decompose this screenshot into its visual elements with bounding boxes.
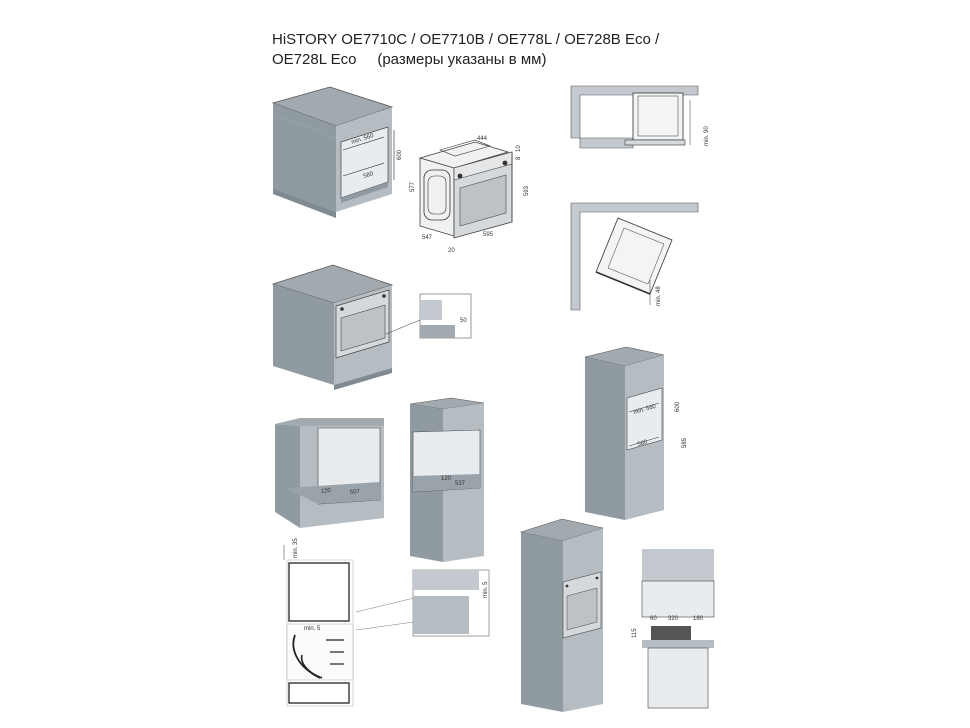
dim-vent-width-2: 537 xyxy=(455,481,466,487)
dim-tall-niche-depth: 560 xyxy=(637,439,649,448)
dim-vent-height: 115 xyxy=(632,628,638,638)
dim-corner-gap-top: min. 90 xyxy=(704,126,710,146)
dim-niche-depth: 580 xyxy=(363,171,375,180)
dim-detail-gap: 50 xyxy=(460,318,467,324)
dim-section-top-gap: min. 35 xyxy=(293,538,299,558)
title-line-2: OE728L Eco (размеры указаны в мм) xyxy=(272,51,547,68)
diagram-title: HiSTORY OE7710C / OE7710B / OE778L / OE7… xyxy=(272,30,659,70)
dim-oven-top-width: 444 xyxy=(477,136,488,142)
base-cabinet-niche: min. 560 600 580 xyxy=(271,86,403,218)
dim-vent-depth-2: 120 xyxy=(441,476,452,482)
dim-niche-height: 600 xyxy=(397,149,403,160)
tall-cabinet-niche: 120 537 xyxy=(409,397,485,562)
tall-cabinet-dimensioned: min. 560 600 560 585 xyxy=(584,346,688,520)
dim-oven-width: 595 xyxy=(483,232,494,238)
dim-vent-width-1: 507 xyxy=(350,489,361,496)
cabinet-ventilation-base: 120 507 xyxy=(275,418,384,528)
dim-oven-depth: 547 xyxy=(422,235,433,241)
oven-isometric: 444 8 10 577 593 547 595 20 xyxy=(410,136,530,254)
dim-oven-top-offset: 8 xyxy=(516,156,522,160)
dim-tall-cabinet-height: 585 xyxy=(682,437,688,448)
dim-oven-full-height: 593 xyxy=(524,185,530,196)
dim-vent-right: 180 xyxy=(693,616,704,622)
dim-tall-niche-height: 600 xyxy=(675,401,681,412)
dim-vent-center: 320 xyxy=(668,616,679,622)
dim-detail-gap-5: min. 5 xyxy=(483,581,489,598)
section-airflow: min. 35 min. 5 min. 5 xyxy=(283,538,490,707)
title-line-1: HiSTORY OE7710C / OE7710B / OE778L / OE7… xyxy=(272,31,660,48)
dim-corner-gap-bottom: min. 48 xyxy=(656,286,662,306)
dim-oven-side-height: 10 xyxy=(516,145,522,152)
dim-vent-depth-1: 120 xyxy=(321,488,332,495)
dim-oven-height: 577 xyxy=(410,181,416,192)
base-cabinet-with-oven: 50 xyxy=(271,264,472,390)
dim-section-label: min. 5 xyxy=(304,626,321,632)
corner-plan-diagonal: min. 48 xyxy=(570,202,699,311)
vent-opening-front: 60 320 180 115 xyxy=(632,549,715,709)
dim-oven-front-depth: 20 xyxy=(448,248,455,254)
tall-cabinet-with-oven xyxy=(519,518,605,712)
corner-plan-top: min. 90 xyxy=(570,85,710,149)
dim-vent-left: 60 xyxy=(650,616,657,622)
